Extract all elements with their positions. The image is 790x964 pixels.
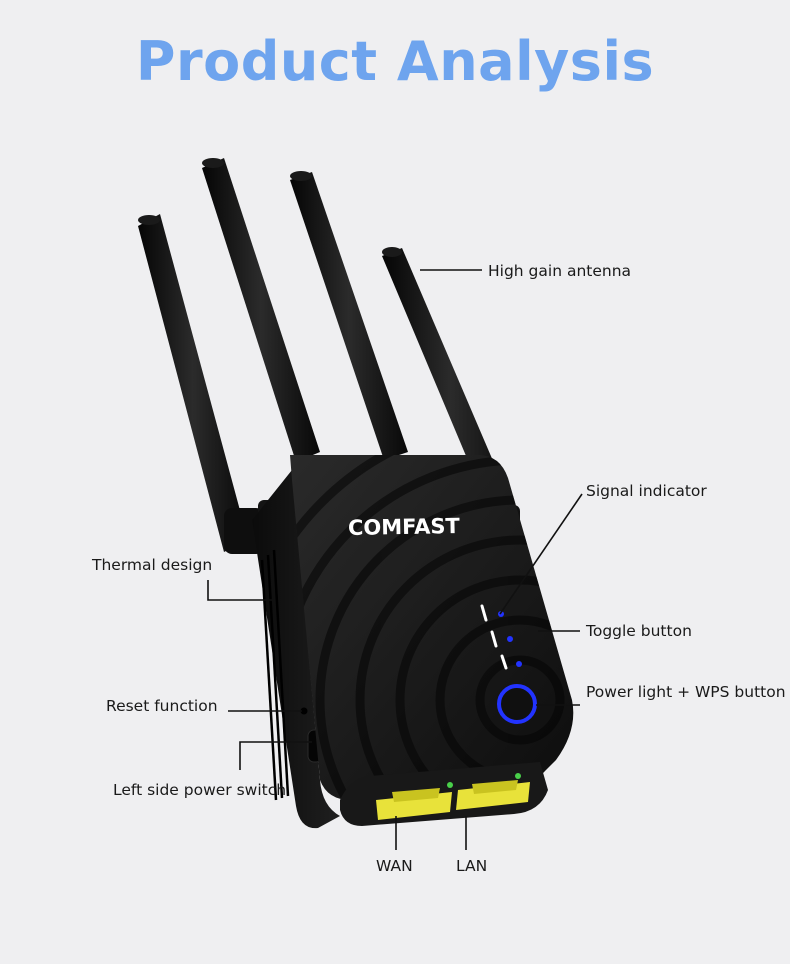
wan-port (376, 788, 452, 820)
page-title: Product Analysis (135, 30, 655, 93)
signal-leds (498, 611, 522, 667)
brand-logo: COMFAST (348, 514, 461, 540)
wps-button (497, 684, 537, 724)
callout-power-switch (239, 741, 312, 770)
antenna-1 (138, 214, 248, 552)
label-power-wps: Power light + WPS button (586, 683, 786, 701)
antenna-group (138, 158, 520, 556)
antenna-3 (290, 172, 408, 460)
signal-indicator-bars (480, 604, 508, 670)
callout-lines (207, 269, 583, 850)
callout-signal (499, 493, 583, 615)
label-signal-indicator: Signal indicator (586, 482, 707, 500)
callout-thermal (207, 580, 274, 601)
label-antenna: High gain antenna (488, 262, 632, 280)
label-reset-function: Reset function (106, 697, 218, 715)
antenna-2 (202, 158, 320, 462)
lan-port (456, 780, 530, 810)
label-power-switch: Left side power switch (113, 781, 287, 799)
label-thermal-design: Thermal design (92, 556, 213, 574)
label-wan: WAN (376, 857, 413, 875)
reset-hole (300, 707, 308, 715)
label-lan: LAN (456, 857, 488, 875)
label-toggle-button: Toggle button (586, 622, 692, 640)
